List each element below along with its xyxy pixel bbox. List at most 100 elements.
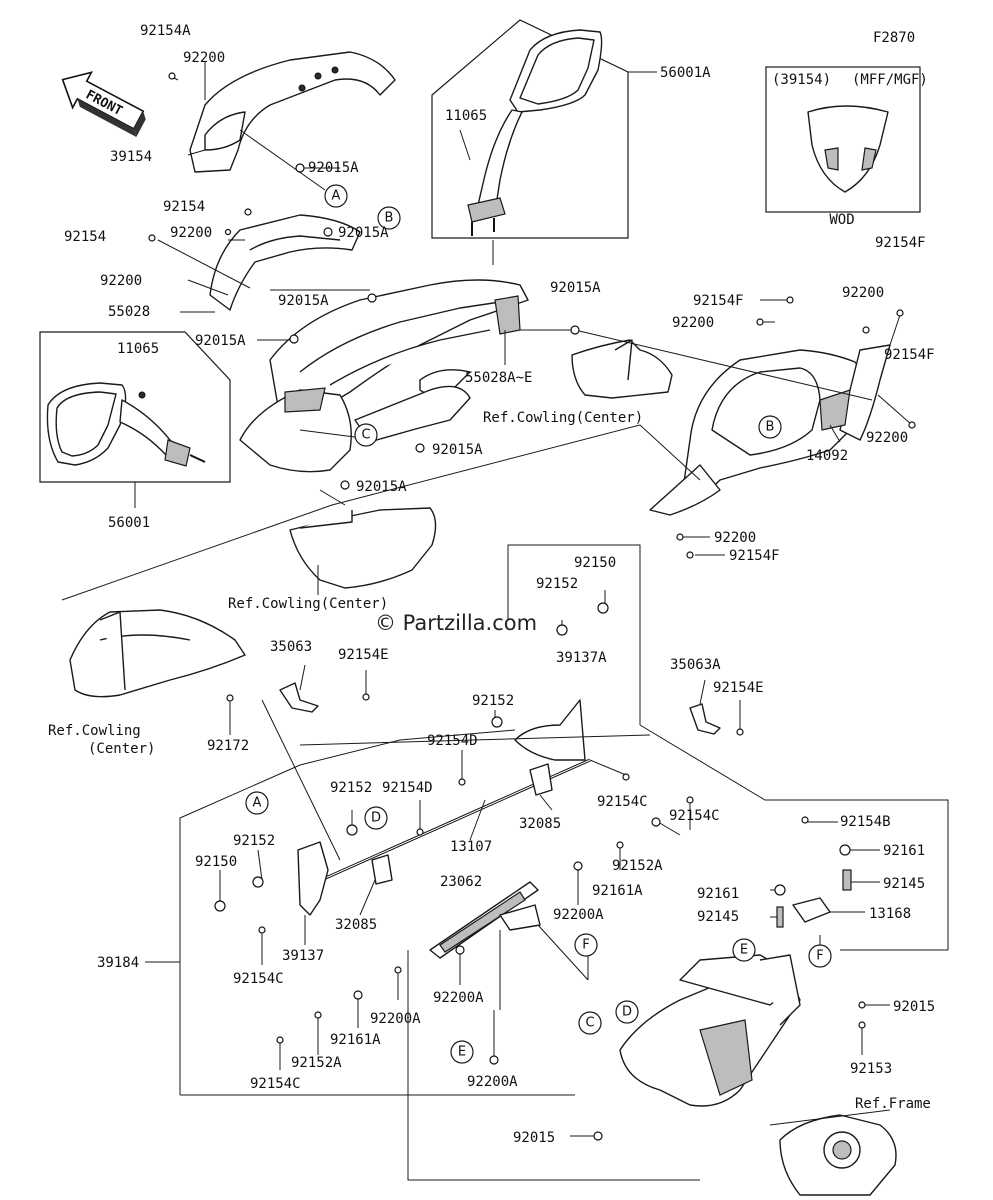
part-label-92154F-d: 92154F xyxy=(729,548,780,564)
watermark: © Partzilla.com xyxy=(375,611,537,635)
part-label-39137: 39137 xyxy=(282,948,324,964)
callout-a-1: A xyxy=(332,189,341,204)
callout-f-2: F xyxy=(816,949,823,964)
callout-f-1: F xyxy=(582,938,589,953)
part-label-92154D-b: 92154D xyxy=(382,780,433,796)
part-label-92200-b: 92200 xyxy=(170,225,212,241)
callout-d-2: D xyxy=(622,1005,632,1020)
part-label-92200-c: 92200 xyxy=(100,273,142,289)
part-label-56001: 56001 xyxy=(108,515,150,531)
part-label-55028A-E: 55028A~E xyxy=(465,370,532,386)
part-label-92015A-d: 92015A xyxy=(195,333,246,349)
ref-frame-label: Ref.Frame xyxy=(855,1096,931,1112)
diagram-code: F2870 xyxy=(873,30,915,46)
part-label-32085-b: 32085 xyxy=(335,917,377,933)
part-label-92200A-d: 92200A xyxy=(467,1074,518,1090)
ref-cowling-center-label-1: Ref.Cowling(Center) xyxy=(483,410,643,426)
ref-cowling-center-label-3b: (Center) xyxy=(88,741,155,757)
front-arrow-icon: FRONT xyxy=(61,71,146,137)
callout-e-2: E xyxy=(458,1045,466,1060)
part-label-13107: 13107 xyxy=(450,839,492,855)
part-number-labels: 92154A 92200 39154 92015A 92154 92200 92… xyxy=(64,23,935,1146)
part-label-23062: 23062 xyxy=(440,874,482,890)
part-label-92152-c: 92152 xyxy=(330,780,372,796)
part-label-92154-b: 92154 xyxy=(64,229,106,245)
fasteners xyxy=(148,72,916,1141)
part-label-92154C-c: 92154C xyxy=(233,971,284,987)
inset-caption: WOD xyxy=(829,212,854,228)
part-label-92154E-b: 92154E xyxy=(713,680,764,696)
windshield-39154 xyxy=(189,51,396,173)
bracket-39137 xyxy=(297,841,329,916)
frame-bracket-lower xyxy=(619,954,897,1196)
part-label-92152-a: 92152 xyxy=(536,576,578,592)
reference-outlines xyxy=(61,424,949,1181)
part-label-13168: 13168 xyxy=(869,906,911,922)
part-label-92200-a: 92200 xyxy=(183,50,225,66)
part-label-92152A-a: 92152A xyxy=(612,858,663,874)
part-label-92015A-e: 92015A xyxy=(550,280,601,296)
part-label-92200A-b: 92200A xyxy=(433,990,484,1006)
bracket-39137A xyxy=(514,699,586,761)
part-label-92150-a: 92150 xyxy=(574,555,616,571)
inset-title-right: (MFF/MGF) xyxy=(852,72,928,88)
bracket-35063A xyxy=(689,703,721,735)
part-label-92015A-f: 92015A xyxy=(432,442,483,458)
part-label-35063A: 35063A xyxy=(670,657,721,673)
part-label-92145-b: 92145 xyxy=(697,909,739,925)
part-label-92152-d: 92152 xyxy=(233,833,275,849)
clamp-32085-b xyxy=(371,854,393,885)
part-label-92015-a: 92015 xyxy=(893,999,935,1015)
part-label-92200A-a: 92200A xyxy=(553,907,604,923)
ref-cowling-center-upper xyxy=(571,339,673,399)
part-label-92154F-a: 92154F xyxy=(693,293,744,309)
callout-b-1: B xyxy=(385,211,394,226)
part-label-92154D-a: 92154D xyxy=(427,733,478,749)
part-label-14092: 14092 xyxy=(806,448,848,464)
mirror-56001-group xyxy=(39,331,231,483)
part-label-92154-a: 92154 xyxy=(163,199,205,215)
part-label-39154: 39154 xyxy=(110,149,152,165)
part-label-92200-d: 92200 xyxy=(672,315,714,331)
part-label-55028: 55028 xyxy=(108,304,150,320)
part-label-92015-b: 92015 xyxy=(513,1130,555,1146)
part-label-11065-a: 11065 xyxy=(445,108,487,124)
part-label-92153: 92153 xyxy=(850,1061,892,1077)
part-label-92154C-d: 92154C xyxy=(250,1076,301,1092)
part-label-32085-a: 32085 xyxy=(519,816,561,832)
ref-cowling-center-label-3a: Ref.Cowling xyxy=(48,723,141,739)
part-label-92015A-a: 92015A xyxy=(308,160,359,176)
mirror-56001A-group xyxy=(431,19,629,239)
inner-cowl-structure xyxy=(239,279,529,473)
part-label-92200-f: 92200 xyxy=(866,430,908,446)
inset-title-left: (39154) xyxy=(772,72,831,88)
ref-cowling-center-middle xyxy=(289,507,437,589)
part-label-92161A-b: 92161A xyxy=(330,1032,381,1048)
callout-b-2: B xyxy=(766,420,775,435)
part-label-92015A-g: 92015A xyxy=(356,479,407,495)
part-label-92154C-a: 92154C xyxy=(597,794,648,810)
part-label-92154C-b: 92154C xyxy=(669,808,720,824)
callout-c-1: C xyxy=(361,428,370,443)
part-label-92154B: 92154B xyxy=(840,814,891,830)
part-label-92145-a: 92145 xyxy=(883,876,925,892)
leader-lines xyxy=(134,62,913,1137)
part-label-92200-g: 92200 xyxy=(714,530,756,546)
part-label-92200A-c: 92200A xyxy=(370,1011,421,1027)
ref-cowling-center-label-2: Ref.Cowling(Center) xyxy=(228,596,388,612)
callout-c-2: C xyxy=(585,1016,594,1031)
part-label-92154E-a: 92154E xyxy=(338,647,389,663)
part-label-92200-e: 92200 xyxy=(842,285,884,301)
part-label-92161-a: 92161 xyxy=(883,843,925,859)
part-label-56001A: 56001A xyxy=(660,65,711,81)
callout-a-2: A xyxy=(253,796,262,811)
part-label-39184: 39184 xyxy=(97,955,139,971)
part-label-92161-b: 92161 xyxy=(697,886,739,902)
bracket-35063 xyxy=(279,682,319,713)
part-label-35063: 35063 xyxy=(270,639,312,655)
part-label-92154A: 92154A xyxy=(140,23,191,39)
stay-23062 xyxy=(429,881,541,959)
part-label-92154F-b: 92154F xyxy=(875,235,926,251)
